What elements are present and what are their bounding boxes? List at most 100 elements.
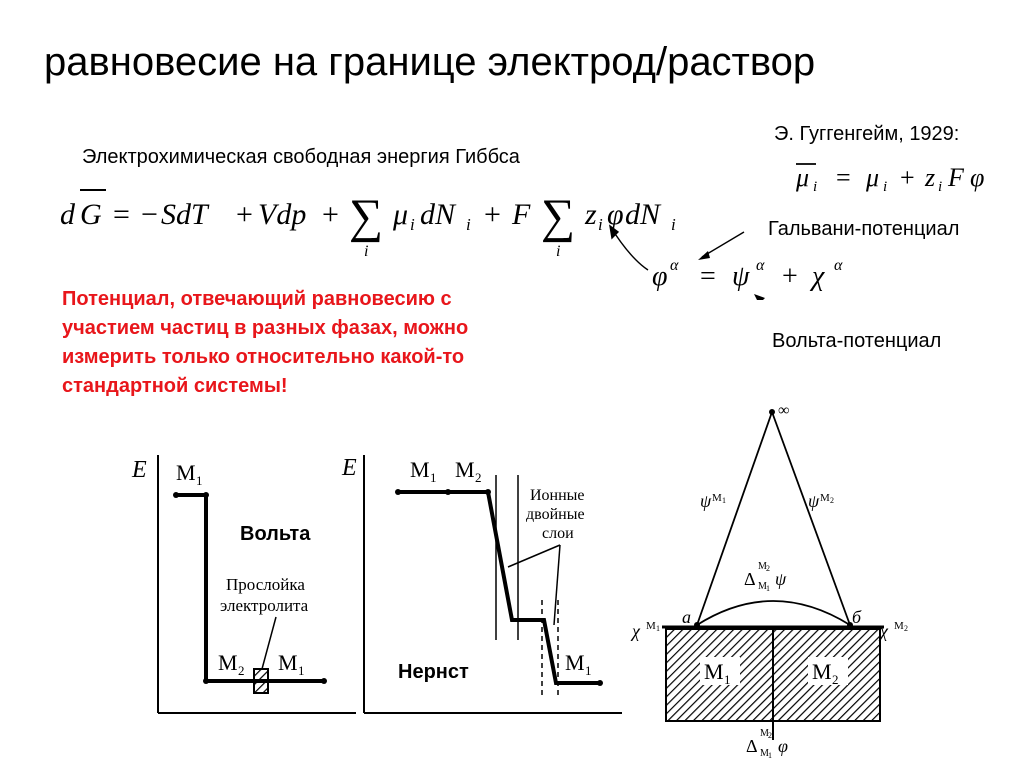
- eq-minus: −: [141, 198, 158, 231]
- eq-plus: +: [236, 198, 253, 231]
- metal-label: M: [218, 650, 238, 675]
- chi-sup: M: [646, 620, 656, 632]
- sum-symbol: ∑: [349, 190, 383, 243]
- eq-sub: i: [466, 215, 471, 234]
- eq-F: F: [511, 198, 531, 231]
- eq-phi: φ: [970, 163, 984, 192]
- chi-sup: M: [894, 620, 904, 632]
- delta-psi-label: ψ: [775, 569, 787, 589]
- eq-d: d: [60, 198, 76, 231]
- metal-sub: 1: [585, 663, 592, 678]
- delta-sup: M: [760, 728, 769, 739]
- eq-z: z: [584, 198, 597, 231]
- eq-sub: i: [410, 215, 415, 234]
- metal-sub: 2: [832, 672, 839, 687]
- layer-label-line: электролита: [220, 596, 309, 615]
- ion-label-line: Ионные: [530, 487, 585, 504]
- eq-sub: i: [938, 179, 942, 195]
- chi-sup-num: 1: [656, 624, 660, 633]
- eq-equals: =: [113, 198, 130, 231]
- guggenheim-label: Э. Гуггенгейм, 1929:: [774, 123, 960, 145]
- note-line: стандартной системы!: [62, 375, 288, 397]
- sum-index: i: [556, 243, 560, 260]
- potential-cone-diagram: ∞ ψ M 1 ψ M 2 Δ M 1 M 2 ψ a б χ M 1 χ M …: [630, 402, 908, 760]
- eq-mu: μ: [392, 198, 408, 231]
- eq-plus: +: [782, 261, 798, 292]
- delta-psi-symbol: Δ: [744, 569, 756, 589]
- metal-sub: 1: [430, 470, 437, 485]
- psi-sup-num: 1: [722, 496, 726, 505]
- note-line: измерить только относительно какой-то: [62, 346, 465, 368]
- eq-sub: i: [813, 179, 817, 195]
- metal-label: M: [410, 457, 430, 482]
- metal-label: M: [565, 650, 585, 675]
- eq-alpha: α: [756, 257, 765, 274]
- metal-sub: 1: [196, 473, 203, 488]
- psi-sup-num: 2: [830, 496, 834, 505]
- metal-label: M: [278, 650, 298, 675]
- eq-sub: i: [883, 179, 887, 195]
- chi-sup-num: 2: [904, 624, 908, 633]
- eq-phi: φ: [607, 198, 624, 231]
- metal-sub: 2: [238, 663, 245, 678]
- infinity-symbol: ∞: [778, 402, 789, 419]
- delta-sup-num: 2: [768, 731, 772, 740]
- delta-sub-num: 1: [766, 584, 770, 593]
- chi-label: χ: [630, 621, 641, 641]
- eq-equals: =: [700, 261, 716, 292]
- eq-dN: dN: [420, 198, 457, 231]
- volta-arc: [696, 600, 851, 626]
- psi-sup: M: [712, 492, 722, 504]
- axis-e-label: E: [341, 455, 357, 481]
- eq-mu: μ: [865, 163, 879, 192]
- delta-phi-label: φ: [778, 736, 788, 756]
- metal-sub: 1: [724, 672, 731, 687]
- galvani-label: Гальвани-потенциал: [768, 218, 960, 240]
- psi-sup: M: [820, 492, 830, 504]
- galvani-equation: φ α = ψ α + χ α: [652, 257, 843, 292]
- nernst-title: Нернст: [398, 661, 469, 683]
- delta-sub: M: [760, 748, 769, 759]
- ion-label-line: слои: [542, 525, 574, 542]
- eq-dN: dN: [625, 198, 662, 231]
- annotation-arrows: [609, 224, 765, 300]
- eq-z: z: [924, 163, 935, 192]
- delta-sup: M: [758, 561, 767, 572]
- metal-label: M: [812, 659, 832, 684]
- point-a: a: [682, 607, 691, 627]
- eq-alpha: α: [834, 257, 843, 274]
- nernst-energy-curve: [398, 490, 600, 685]
- sum-index: i: [364, 243, 368, 260]
- layer-label-line: Прослойка: [226, 575, 305, 594]
- eq-sub: i: [671, 215, 676, 234]
- eq-sub: i: [598, 215, 603, 234]
- page-title: равновесие на границе электрод/раствор: [44, 40, 816, 84]
- equations-layer: d G = − SdT + Vdp + ∑ i μ i dN i + F ∑ i…: [60, 163, 984, 300]
- ion-label-line: двойные: [526, 506, 585, 523]
- eq-equals: =: [836, 163, 851, 192]
- note-line: участием частиц в разных фазах, можно: [62, 317, 469, 339]
- energy-diagrams: E M 1 Вольта Прослойка электролита M 2 M…: [131, 402, 908, 760]
- metal-label: M: [455, 457, 475, 482]
- sum-symbol: ∑: [541, 190, 575, 243]
- eq-G: G: [80, 198, 102, 231]
- psi-label: ψ: [700, 491, 712, 511]
- volta-label: Вольта-потенциал: [772, 330, 942, 352]
- gibbs-equation: d G = − SdT + Vdp + ∑ i μ i dN i + F ∑ i…: [60, 189, 676, 260]
- eq-chi: χ: [809, 261, 825, 292]
- eq-phi: φ: [652, 261, 668, 292]
- eq-SdT: SdT: [161, 198, 210, 231]
- delta-sup-num: 2: [766, 564, 770, 573]
- metal-sub: 2: [475, 470, 482, 485]
- echem-potential-equation: μ i = μ i + z i F φ: [795, 163, 984, 195]
- electrolyte-layer: [253, 668, 269, 694]
- galvani-arrow: [701, 231, 745, 258]
- axis-e-label: E: [131, 457, 147, 483]
- eq-mu: μ: [795, 163, 809, 192]
- eq-alpha: α: [670, 257, 679, 274]
- eq-plus: +: [322, 198, 339, 231]
- delta-phi-symbol: Δ: [746, 736, 758, 756]
- eq-plus: +: [900, 163, 915, 192]
- measurement-note: Потенциал, отвечающий равновесию с участ…: [62, 285, 468, 401]
- eq-Vdp: Vdp: [258, 198, 306, 231]
